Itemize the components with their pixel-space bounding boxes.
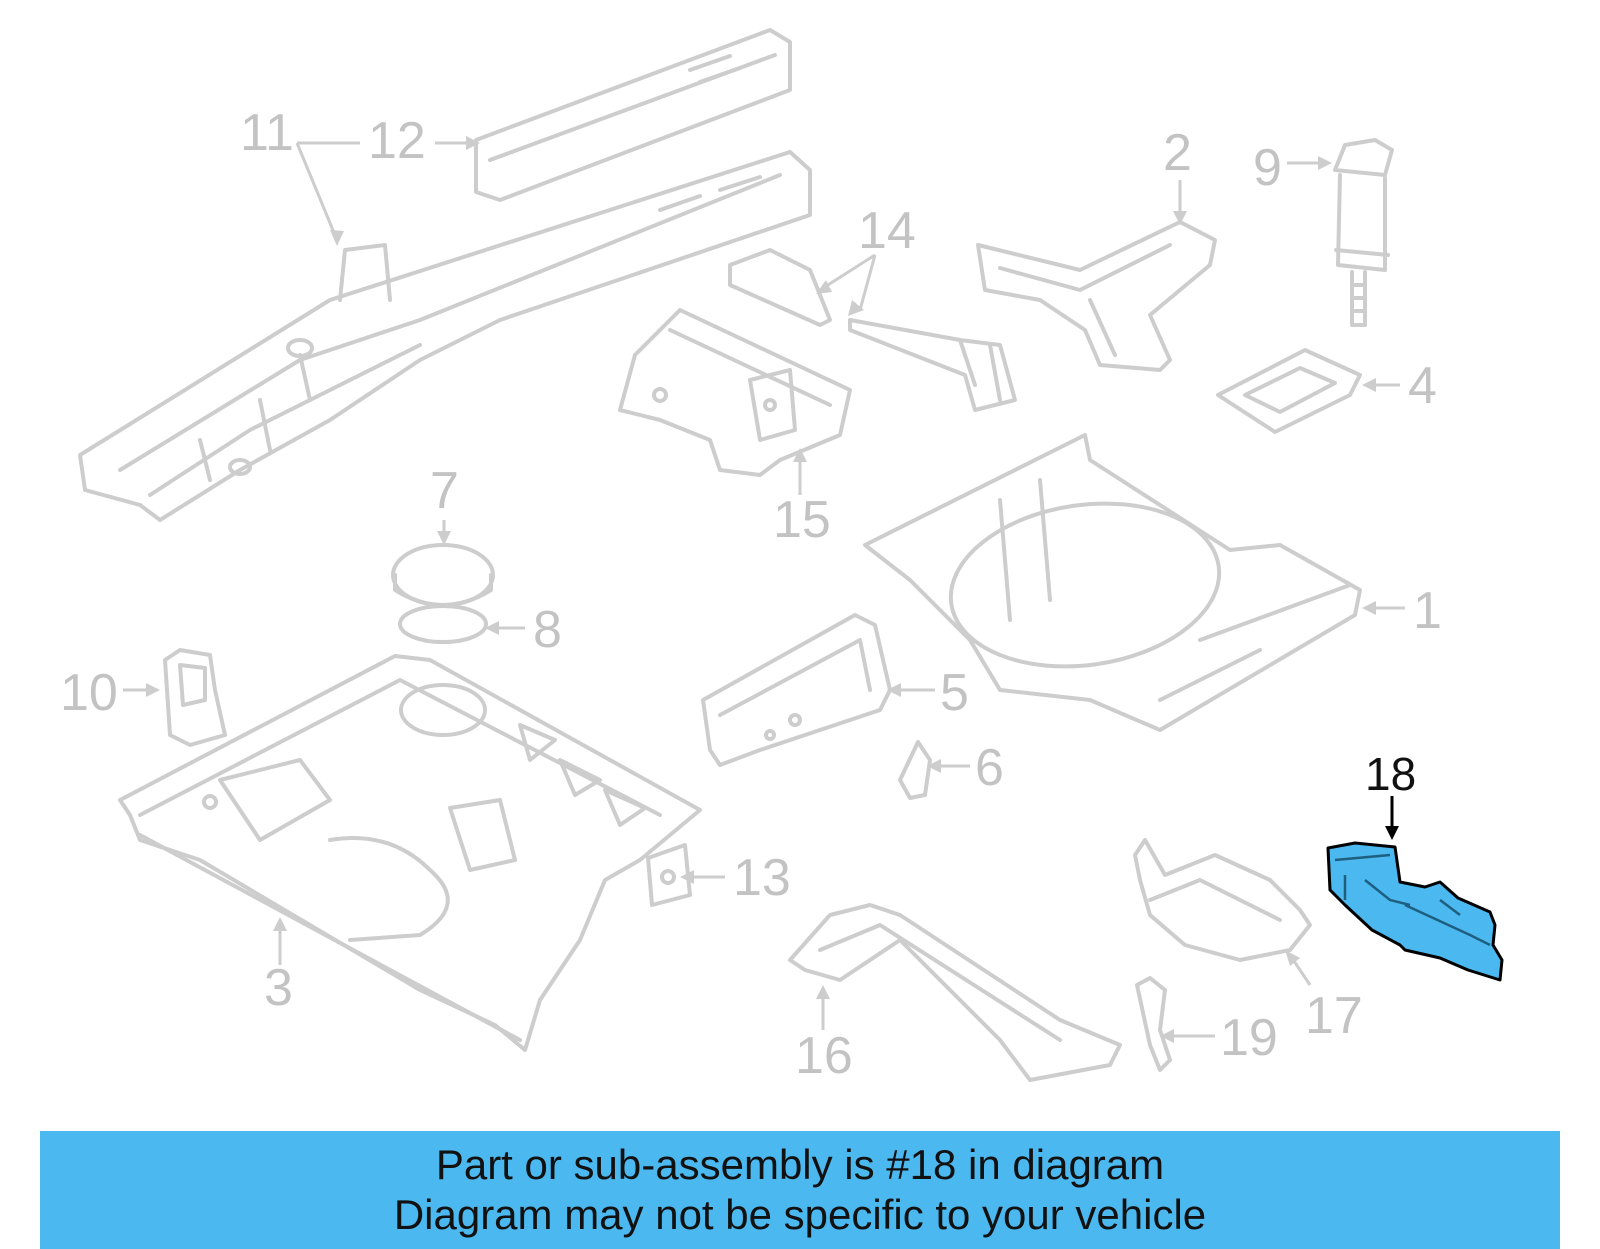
part-19-drawing [1135,976,1172,1072]
callout-3: 3 [264,959,293,1017]
callout-11: 11 [240,104,294,162]
callout-2: 2 [1163,124,1192,182]
callout-19: 19 [1220,1009,1278,1067]
part-6-drawing [898,740,932,800]
callout-6: 6 [975,739,1004,797]
part-18-drawing-highlighted [1326,841,1504,982]
callout-9: 9 [1253,139,1282,197]
callout-4: 4 [1408,357,1437,415]
part-17-drawing [1133,838,1312,962]
part-7-drawing [391,543,495,607]
callout-7: 7 [430,462,459,520]
info-banner: Part or sub-assembly is #18 in diagram D… [40,1131,1560,1249]
callout-labels: 11 12 14 2 9 4 15 7 8 1 10 5 6 13 3 16 1… [60,104,1442,1085]
banner-line-part: Part or sub-assembly is #18 in diagram [435,1141,1165,1188]
part-1-drawing [863,433,1362,732]
callout-14: 14 [858,202,916,260]
part-16-drawing [788,903,1122,1082]
part-8-drawing [398,604,488,644]
callout-16: 16 [795,1027,853,1085]
callout-18: 18 [1365,748,1416,800]
part-4-drawing [1216,348,1362,434]
part-5-drawing [701,613,892,767]
part-2-drawing [976,220,1217,372]
arrowheads [146,136,1399,1043]
callout-13: 13 [733,849,791,907]
part-10-drawing [163,648,227,747]
part-13-drawing [646,843,692,907]
part-14-drawing [728,248,1017,412]
callout-15: 15 [773,491,831,549]
callout-8: 8 [533,601,562,659]
banner-line-disclaimer: Diagram may not be specific to your vehi… [393,1191,1207,1238]
part-9-drawing [1333,138,1394,327]
callout-1: 1 [1413,582,1442,640]
part-11-drawing [78,150,812,522]
leader-lines [123,141,1405,1038]
callout-17: 17 [1305,987,1363,1045]
part-15-drawing [618,308,852,477]
part-3-drawing [118,654,702,1052]
callout-10: 10 [60,664,118,722]
callout-12: 12 [368,112,426,170]
callout-5: 5 [940,664,969,722]
part-12-drawing [474,28,792,202]
